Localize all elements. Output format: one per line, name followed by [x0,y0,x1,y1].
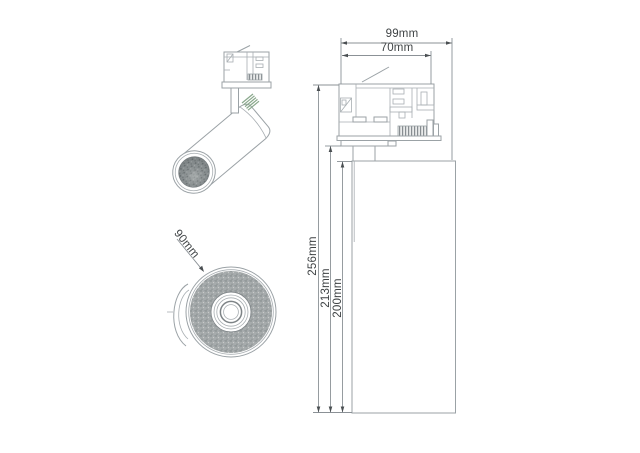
arrowhead [340,406,345,413]
dimension-213mm: 213mm [320,145,341,413]
stem-side-view [352,146,376,161]
dimension-70mm: 70mm [342,42,432,84]
adapter-leader-line [361,66,390,83]
label-height-213mm: 213mm [320,268,332,307]
body-side-view [351,160,456,414]
adapter-lever [236,45,251,53]
arrowhead [316,85,321,91]
label-height-256mm: 256mm [307,236,319,275]
dimension-99mm: 99mm [340,28,453,160]
arrowhead [328,406,333,413]
track-adapter [221,45,272,89]
adapter-flange [221,81,272,89]
adapter-base-lip [336,135,442,141]
neck-flange [340,140,389,147]
side-elevation-view: 99mm 70mm 256mm 213mm [307,28,456,414]
dimension-256mm: 256mm [307,84,352,413]
arrowhead [328,146,333,152]
adapter-side-view [336,66,442,147]
front-lens-view: 90mm [167,228,277,358]
arrowhead [425,53,431,58]
label-width-99mm: 99mm [386,28,419,40]
arrowhead [341,41,347,45]
terminal-block [397,125,428,137]
arrowhead [316,406,321,413]
side-bracket [167,283,190,347]
arrowhead [342,53,348,58]
label-diameter-90mm: 90mm [171,228,201,261]
arrowhead [446,41,452,45]
perspective-view [172,45,272,194]
arrowhead [198,265,204,272]
dimension-200mm: 200mm [332,161,352,413]
label-height-200mm: 200mm [332,278,344,317]
lens-face [172,150,216,194]
dimension-90mm: 90mm [171,228,204,272]
heatsink-fins-icon [241,93,260,111]
label-width-70mm: 70mm [381,42,414,54]
mounting-stem [230,85,239,114]
arrowhead [340,161,345,168]
